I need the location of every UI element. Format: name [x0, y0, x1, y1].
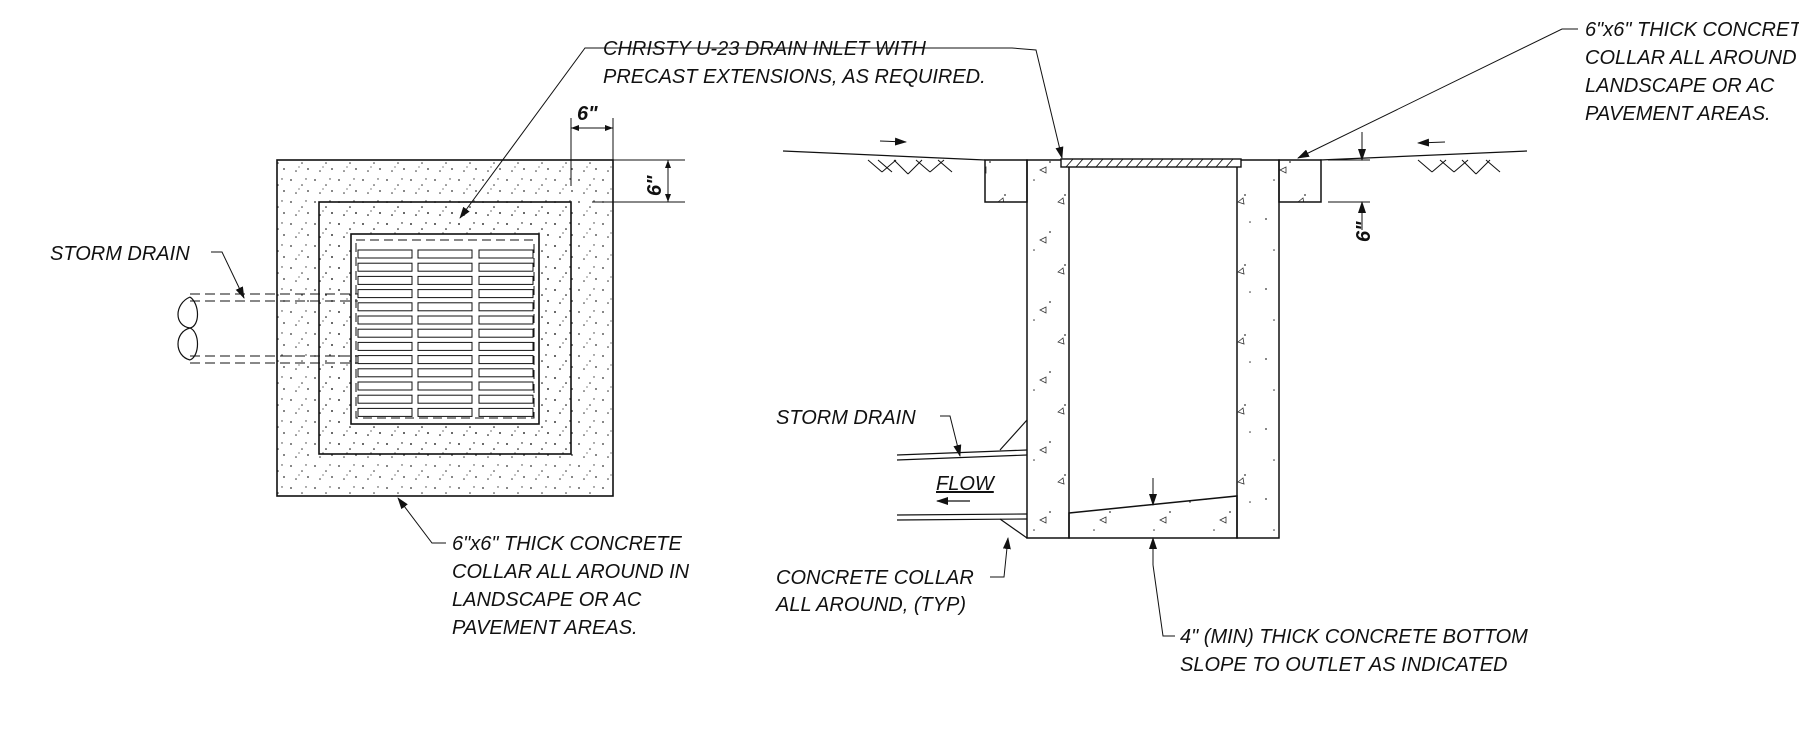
grate-slot: [478, 328, 534, 338]
plan-inlet-leader: [459, 47, 718, 219]
plan-collar-label-line-3: LANDSCAPE OR AC: [452, 589, 642, 611]
grate-slot: [478, 315, 534, 325]
plan-collar-label-line-4: PAVEMENT AREAS.: [452, 617, 638, 639]
grate-slot: [357, 262, 413, 272]
plan-dim-vertical: [592, 159, 685, 203]
ground-line-left: [782, 150, 986, 161]
grate-slot: [417, 328, 473, 338]
grate-slot: [478, 381, 534, 391]
plan-collar-leader: [397, 497, 446, 544]
grate-slot: [417, 275, 473, 285]
section-collar-label-line-2: COLLAR ALL AROUND IN: [1585, 47, 1799, 69]
grate-slot: [478, 302, 534, 312]
grate-slot: [478, 394, 534, 404]
flow-label: FLOW: [936, 473, 996, 495]
plan-view: 6" 6": [177, 47, 718, 544]
section-storm-drain-leader: [940, 415, 962, 457]
section-storm-drain-label: STORM DRAIN: [776, 407, 916, 429]
grate-slot: [417, 355, 473, 365]
grate-slot: [357, 355, 413, 365]
grate-slot: [357, 407, 413, 417]
concrete-collar-leader: [990, 537, 1011, 578]
grate-slot: [417, 315, 473, 325]
section-collar-right: [1278, 159, 1322, 203]
grate-slot: [478, 341, 534, 351]
section-wall-right: [1236, 159, 1280, 539]
grate-slot: [357, 328, 413, 338]
surface-flow-arrow-right: [1417, 138, 1446, 147]
grate-slot: [417, 394, 473, 404]
section-grate: [1060, 158, 1242, 168]
inlet-label-line-1: CHRISTY U-23 DRAIN INLET WITH: [603, 38, 927, 60]
grate-slot: [357, 302, 413, 312]
bottom-label-line-1: 4" (MIN) THICK CONCRETE BOTTOM: [1180, 626, 1528, 648]
section-wall-left: [1026, 159, 1070, 539]
section-bottom-slab: [1068, 495, 1238, 539]
grate-slot: [417, 407, 473, 417]
section-dim-vertical-text: 6": [1353, 221, 1375, 242]
section-collar-leader: [1297, 28, 1578, 159]
grate-slot: [417, 381, 473, 391]
plan-storm-drain-pipe: [177, 293, 358, 364]
grate-slot: [478, 407, 534, 417]
grate-slot: [417, 341, 473, 351]
section-view: 6": [718, 28, 1578, 637]
grate-slot: [417, 302, 473, 312]
grate-slot: [417, 368, 473, 378]
grate-slot: [478, 289, 534, 299]
grate-slot: [478, 355, 534, 365]
plan-dim-vertical-text: 6": [644, 175, 666, 196]
plan-collar-label-line-2: COLLAR ALL AROUND IN: [452, 561, 690, 583]
grate-slot: [478, 249, 534, 259]
grate-slot: [357, 394, 413, 404]
grate-slot: [478, 275, 534, 285]
plan-dim-horizontal: [570, 118, 614, 186]
section-collar-left: [984, 159, 1028, 203]
concrete-collar-label-line-2: ALL AROUND, (TYP): [775, 594, 966, 616]
grate-slot: [478, 262, 534, 272]
section-inlet-leader: [718, 47, 1064, 159]
bottom-leader: [1152, 564, 1175, 637]
grate-slot: [357, 315, 413, 325]
grate-slot: [357, 341, 413, 351]
inlet-label-line-2: PRECAST EXTENSIONS, AS REQUIRED.: [603, 66, 986, 88]
earth-hatch-right: [1417, 159, 1501, 175]
plan-dim-horizontal-text: 6": [577, 103, 598, 125]
ground-line-right: [1319, 150, 1528, 161]
grate-slot: [417, 289, 473, 299]
grate-slots: [357, 249, 534, 417]
plan-storm-drain-leader: [211, 251, 245, 299]
bottom-label-line-2: SLOPE TO OUTLET AS INDICATED: [1180, 654, 1507, 676]
grate-slot: [357, 289, 413, 299]
grate-slot: [357, 249, 413, 259]
section-outlet-pipe: [896, 419, 1028, 539]
section-collar-label-line-1: 6"x6" THICK CONCRETE: [1585, 19, 1799, 41]
grate-slot: [478, 368, 534, 378]
earth-hatch-left: [867, 159, 953, 175]
grate-slot: [357, 381, 413, 391]
grate-slot: [357, 275, 413, 285]
grate-slot: [417, 249, 473, 259]
concrete-collar-label-line-1: CONCRETE COLLAR: [776, 567, 974, 589]
section-collar-label-line-4: PAVEMENT AREAS.: [1585, 103, 1771, 125]
section-collar-label-line-3: LANDSCAPE OR AC: [1585, 75, 1775, 97]
surface-flow-arrow-left: [879, 137, 907, 146]
plan-collar-label-line-1: 6"x6" THICK CONCRETE: [452, 533, 682, 555]
plan-storm-drain-label: STORM DRAIN: [50, 243, 190, 265]
section-dim-vertical: [1328, 132, 1370, 230]
grate-slot: [417, 262, 473, 272]
grate-slot: [357, 368, 413, 378]
